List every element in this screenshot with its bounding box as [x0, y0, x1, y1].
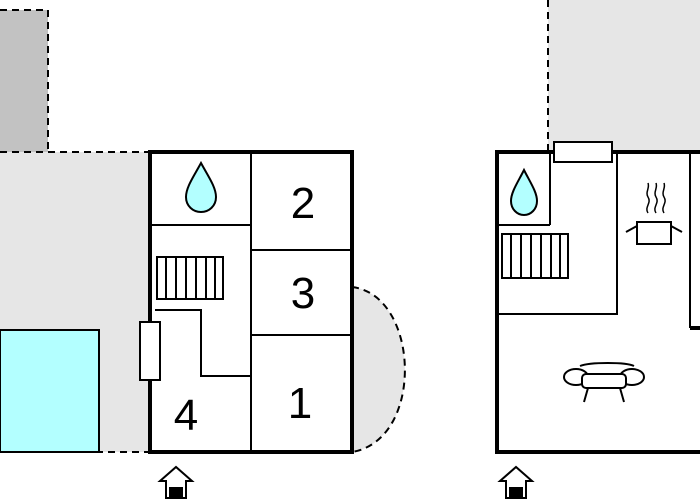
room-number-4: 4 — [174, 391, 198, 440]
bathroom-drop-icon — [509, 167, 539, 217]
stairs-icon — [156, 256, 224, 300]
swimming-pool — [0, 329, 100, 453]
floor-plan-right — [495, 141, 700, 499]
bathroom-drop-icon — [184, 160, 218, 214]
sofa-icon — [563, 362, 645, 403]
entrance-icon — [157, 465, 195, 499]
stairs-icon — [501, 233, 569, 279]
window-icon — [139, 321, 161, 381]
left-floor-interior-walls — [150, 152, 352, 452]
room-number-3: 3 — [291, 269, 315, 318]
entrance-icon — [497, 465, 535, 499]
room-number-1: 1 — [288, 379, 312, 428]
outdoor-semicircle-outline — [351, 286, 406, 453]
outdoor-area-top-left — [0, 10, 48, 152]
outdoor-areas — [0, 0, 700, 453]
floor-plan-left: 2 3 1 4 — [139, 150, 354, 499]
outdoor-semicircle-terrace — [352, 287, 405, 452]
outdoor-area-top-left-outline — [0, 9, 49, 152]
kitchen-pot-icon — [625, 182, 683, 245]
room-number-2: 2 — [291, 179, 315, 228]
outdoor-area-top-right — [548, 0, 700, 152]
window-icon — [553, 141, 613, 163]
right-floor-interior-walls — [497, 152, 691, 328]
